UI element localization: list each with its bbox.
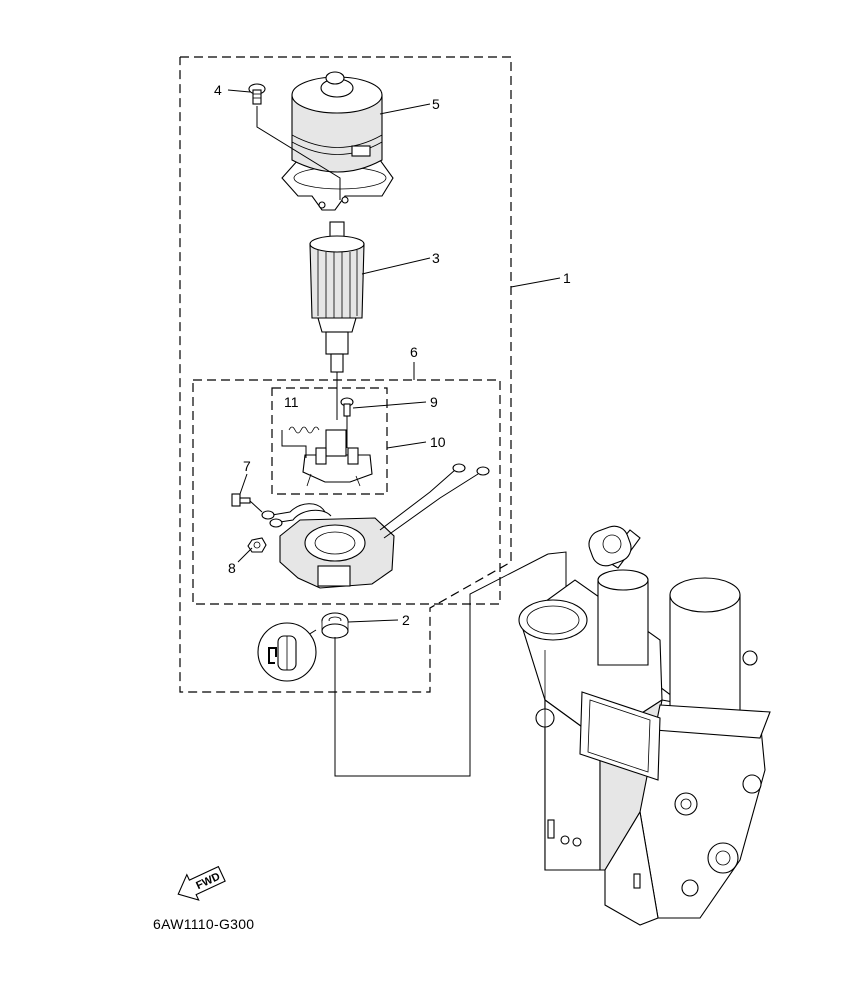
fwd-arrow-icon: FWD: [177, 865, 226, 901]
seal-part-2: [321, 612, 349, 639]
callout-8: 8: [228, 560, 236, 576]
callout-2: 2: [402, 612, 410, 628]
callout-10: 10: [430, 434, 446, 450]
armature: [309, 221, 365, 373]
callout-3: 3: [432, 250, 440, 266]
callout-9: 9: [430, 394, 438, 410]
screw-part-9: [340, 397, 354, 417]
nut-part-8: [247, 537, 267, 553]
motor-base: [261, 463, 490, 589]
screw-guide-line: [256, 106, 341, 200]
assembly-boundary-1: [179, 56, 512, 693]
diagram-code: 6AW1110-G300: [153, 916, 254, 932]
brush-holder: [302, 429, 373, 487]
screw-part-4: [248, 83, 266, 105]
callout-11: 11: [284, 394, 299, 410]
callout-6: 6: [410, 344, 418, 360]
shaft-route-line: [334, 553, 549, 777]
trim-tilt-unit: [518, 525, 771, 926]
spring-part-11: [281, 426, 320, 458]
assembly-boundary-10: [271, 387, 388, 495]
callout-7: 7: [243, 458, 251, 474]
callout-5: 5: [432, 96, 440, 112]
motor-housing: [281, 71, 394, 211]
callout-4: 4: [214, 82, 222, 98]
callout-1: 1: [563, 270, 571, 286]
screw-part-7: [231, 493, 251, 507]
seal-detail-inset: [257, 622, 317, 682]
